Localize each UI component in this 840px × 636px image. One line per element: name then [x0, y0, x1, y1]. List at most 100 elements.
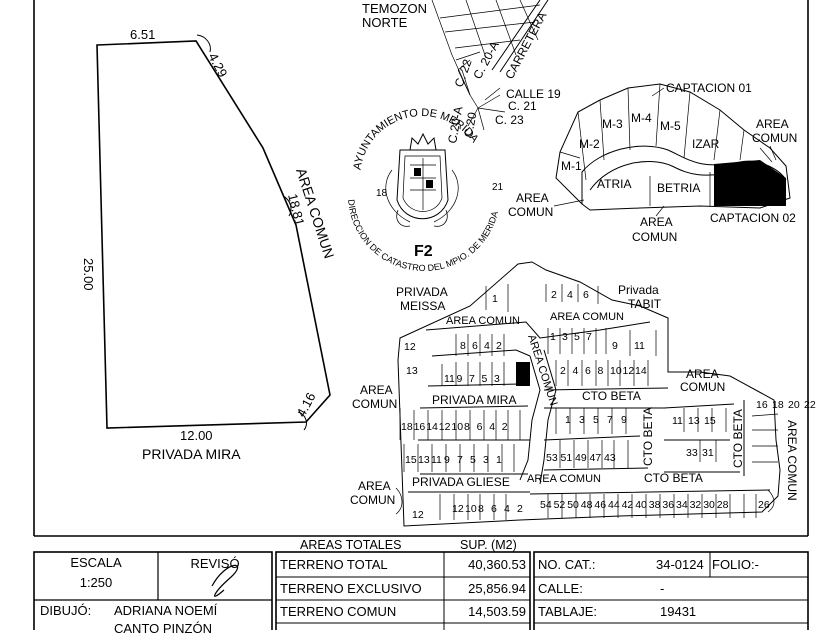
- lot-number: 50: [567, 499, 579, 511]
- lot-number: 31: [702, 447, 714, 459]
- lot-number: 2: [551, 289, 557, 301]
- tablaje-label: TABLAJE:: [538, 604, 598, 619]
- lot-number: 28: [717, 499, 729, 511]
- sub-cto-beta-2: CTO BETA: [644, 471, 703, 485]
- lot-number: 13: [418, 454, 430, 466]
- lot-number: 4: [567, 289, 573, 301]
- sub-privada-gliese: PRIVADA GLIESE: [412, 475, 510, 489]
- loc-temozon-2: NORTE: [362, 15, 408, 30]
- ov-label-0: M-1: [561, 159, 582, 173]
- dibujo-name-1: ADRIANA NOEMÍ: [114, 603, 218, 618]
- tablaje-value: 19431: [660, 604, 697, 619]
- lot-number: 10: [465, 503, 477, 515]
- lot-number: 8: [460, 340, 466, 352]
- lot-number: 26: [758, 499, 770, 511]
- ov-label-5: IZAR: [692, 137, 720, 151]
- loc-calle19: CALLE 19: [506, 87, 561, 101]
- row-2-label: TERRENO COMUN: [280, 604, 397, 619]
- row-1-label: TERRENO EXCLUSIVO: [280, 581, 422, 596]
- lot-number: 11: [431, 454, 442, 466]
- lot-number: 11: [444, 373, 455, 385]
- sub-comun-3: COMUN: [350, 493, 395, 507]
- sub-privada-meissa-2: MEISSA: [400, 299, 445, 313]
- lot-number: 1: [492, 293, 498, 305]
- sub-area-comun-vertical: AREA COMUN: [785, 420, 799, 501]
- row-1-value: 25,856.94: [468, 581, 526, 596]
- lot-number: 3: [483, 454, 489, 466]
- escala-label: ESCALA: [70, 555, 122, 570]
- sub-area-3: AREA: [358, 479, 391, 493]
- lot-number: 9: [621, 414, 627, 426]
- sub-cto-beta-3: CTO BETA: [641, 407, 655, 466]
- lot-number: 48: [581, 499, 593, 511]
- lot-number: 38: [649, 499, 661, 511]
- lot-number: 44: [608, 499, 620, 511]
- lot-number: 7: [586, 331, 592, 343]
- lot-number: 40: [635, 499, 647, 511]
- lot-number: 1: [496, 454, 502, 466]
- lot-number: 2: [517, 503, 523, 515]
- areas-header: AREAS TOTALES: [300, 538, 402, 552]
- sub-area-comun-3: AREA COMUN: [527, 473, 601, 485]
- lot-number: 6: [477, 421, 483, 433]
- lot-number: 12: [439, 421, 451, 433]
- ov-comun-3: COMUN: [632, 230, 677, 244]
- seal-num-left: 18: [376, 188, 388, 199]
- lot-number: 46: [594, 499, 606, 511]
- calle-label: CALLE:: [538, 581, 583, 596]
- lot-number: 11: [634, 340, 645, 352]
- ov-label-1: M-2: [579, 137, 600, 151]
- polygon-street-label: PRIVADA MIRA: [142, 446, 241, 462]
- ov-comun-2: COMUN: [508, 205, 553, 219]
- lot-number: 9: [444, 454, 450, 466]
- lot-number: 52: [554, 499, 566, 511]
- lot-number: 5: [470, 454, 476, 466]
- lot-number: 42: [622, 499, 634, 511]
- lot-number: 4: [489, 421, 495, 433]
- loc-c20a-2: C.20-A: [445, 105, 465, 144]
- sub-comun-2: COMUN: [680, 380, 725, 394]
- loc-c23: C. 23: [495, 113, 524, 127]
- lot-number: 6: [491, 503, 497, 515]
- loc-temozon-1: TEMOZON: [362, 1, 427, 16]
- lot-number: 33: [686, 447, 698, 459]
- lot-number: 36: [662, 499, 674, 511]
- sub-privada-mira: PRIVADA MIRA: [432, 393, 516, 407]
- lot-number: 47: [590, 452, 602, 464]
- lot-number: 6: [585, 365, 591, 377]
- ov-label-7: BETRIA: [657, 181, 700, 195]
- ov-captacion02: CAPTACION 02: [710, 211, 796, 225]
- lot-number: 16: [756, 399, 768, 411]
- lot-number: 43: [604, 452, 616, 464]
- calle-value: -: [660, 581, 665, 596]
- lot-number: 20: [788, 399, 800, 411]
- dim-left: 25.00: [81, 258, 96, 291]
- dim-bottom: 12.00: [180, 428, 213, 443]
- lot-number: 14: [426, 421, 438, 433]
- sub-area-2: AREA: [686, 367, 719, 381]
- sub-cto-beta-1: CTO BETA: [582, 389, 641, 403]
- lot-number: 5: [482, 373, 488, 385]
- ov-area-3: AREA: [640, 215, 673, 229]
- lot-number: 8: [478, 503, 484, 515]
- lot-polygon: [96, 34, 331, 431]
- lot-number: 3: [579, 414, 585, 426]
- lot-number: 15: [704, 415, 716, 427]
- folio-label: FOLIO:-: [712, 557, 759, 572]
- lot-number: 18: [401, 421, 413, 433]
- row-2-value: 14,503.59: [468, 604, 526, 619]
- lot-number: 15: [405, 454, 417, 466]
- sub-cto-beta-4: CTO BETA: [731, 409, 745, 468]
- seal-code: F2: [414, 243, 433, 260]
- sub-area-comun-1: AREA COMUN: [446, 315, 520, 327]
- reviso-label: REVISÓ: [190, 556, 240, 571]
- lot-number: 12: [623, 365, 635, 377]
- loc-c20: C.20: [461, 111, 479, 139]
- lot-number: 14: [635, 365, 647, 377]
- lot-number: 4: [484, 340, 490, 352]
- no-cat-label: NO. CAT.:: [538, 557, 596, 572]
- lot-number: 1: [565, 414, 571, 426]
